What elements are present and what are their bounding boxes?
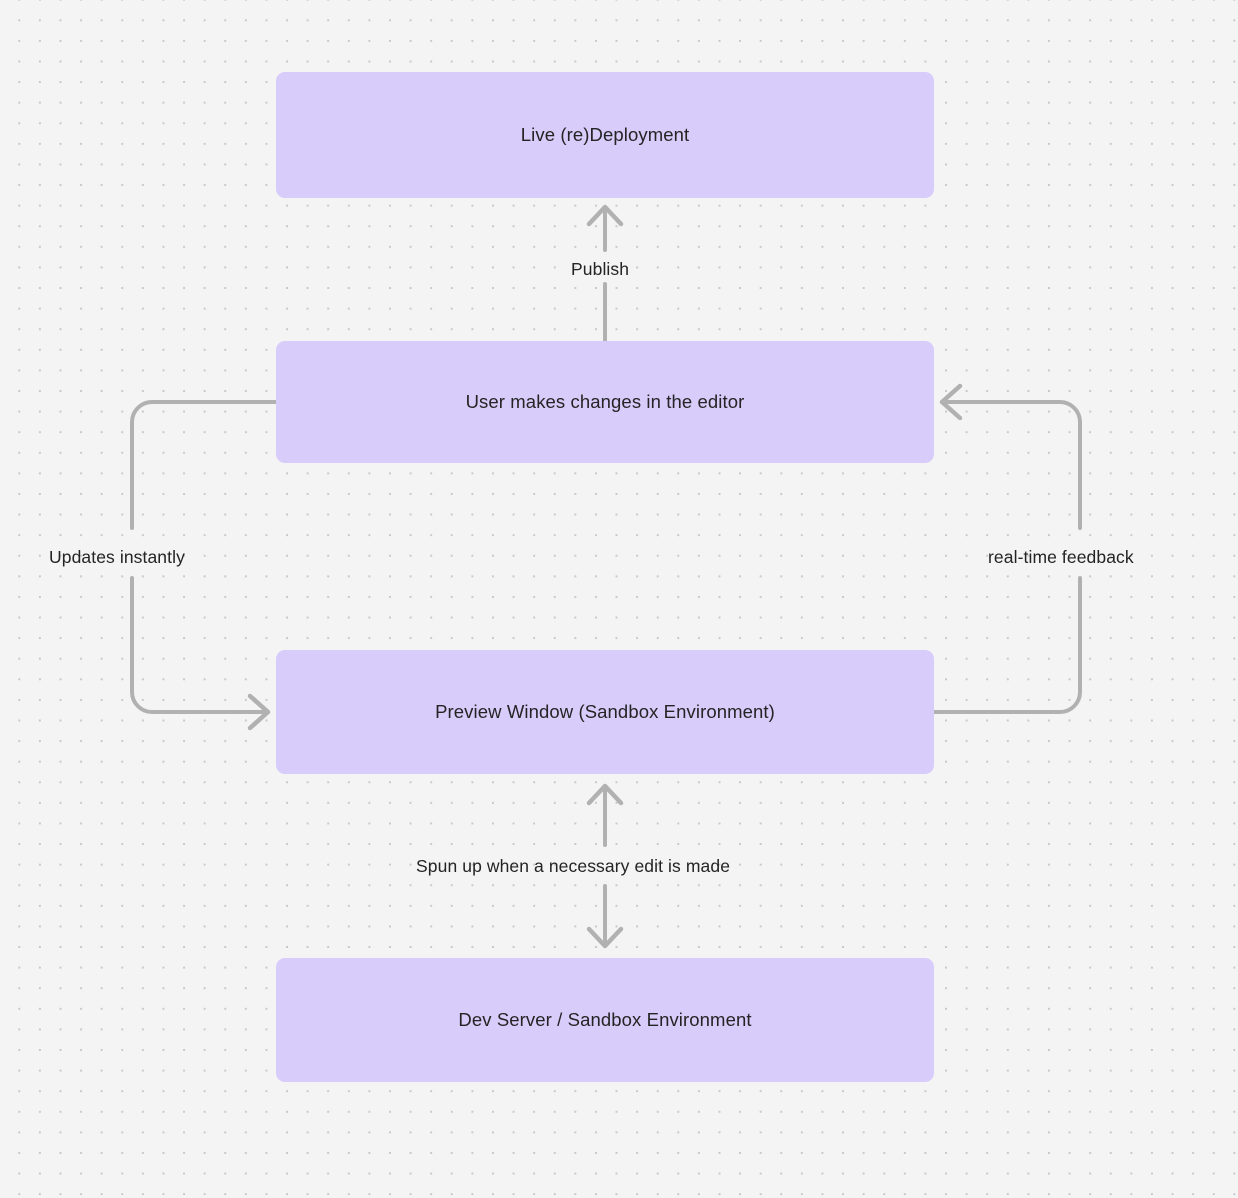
node-label: Live (re)Deployment bbox=[520, 123, 690, 145]
node-user-makes-changes[interactable]: User makes changes in the editor bbox=[276, 341, 934, 463]
edge-label-real-time-feedback: real-time feedback bbox=[988, 547, 1134, 567]
node-label: User makes changes in the editor bbox=[465, 390, 745, 412]
node-dev-server[interactable]: Dev Server / Sandbox Environment bbox=[276, 958, 934, 1082]
node-label: Dev Server / Sandbox Environment bbox=[458, 1008, 752, 1030]
node-preview-window[interactable]: Preview Window (Sandbox Environment) bbox=[276, 650, 934, 774]
edge-label-updates-instantly: Updates instantly bbox=[49, 547, 185, 567]
edge-label-publish: Publish bbox=[571, 259, 630, 279]
node-label: Preview Window (Sandbox Environment) bbox=[435, 700, 775, 722]
node-live-redeployment[interactable]: Live (re)Deployment bbox=[276, 72, 934, 198]
edge-label-spun-up: Spun up when a necessary edit is made bbox=[416, 856, 731, 876]
